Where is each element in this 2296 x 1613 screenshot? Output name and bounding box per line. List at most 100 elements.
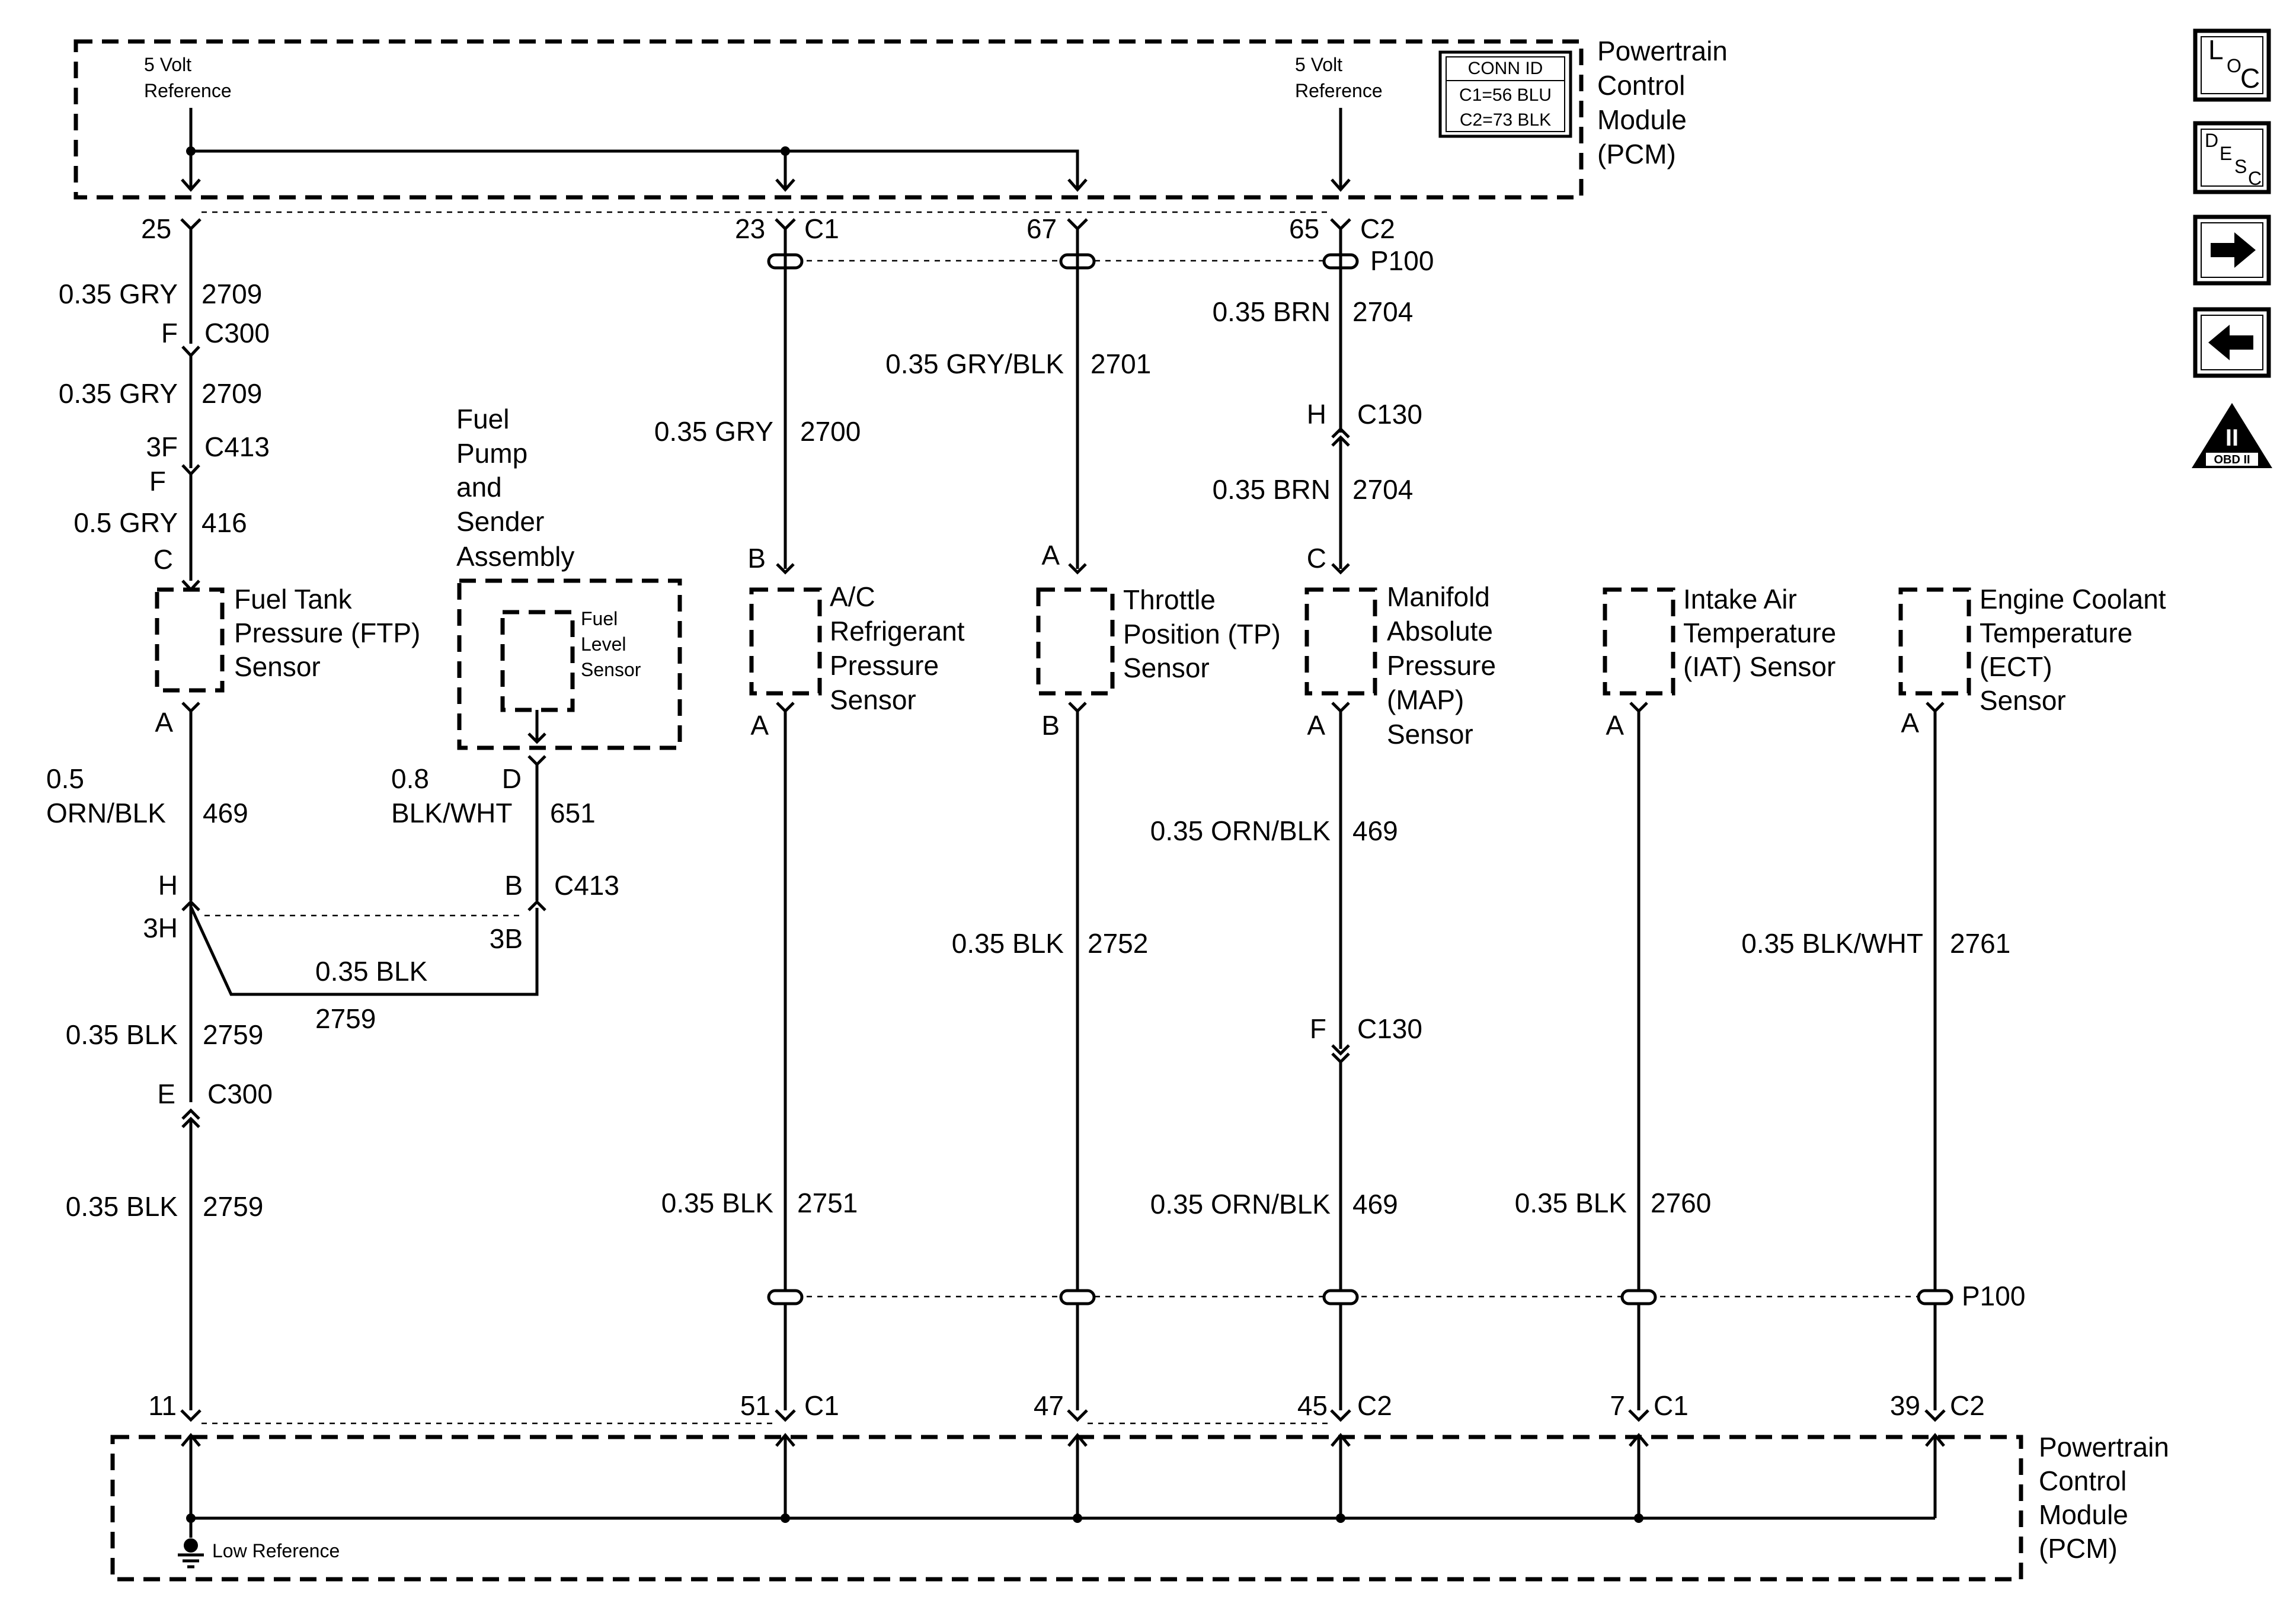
svg-text:C130: C130 — [1357, 1013, 1422, 1044]
svg-text:2759: 2759 — [315, 1003, 376, 1034]
iat-sensor-circuit: Intake Air Temperature (IAT) Sensor A 0.… — [1515, 584, 1836, 1410]
svg-text:Fuel Tank: Fuel Tank — [234, 584, 353, 615]
svg-text:2704: 2704 — [1352, 296, 1413, 327]
svg-text:D: D — [502, 763, 522, 794]
svg-text:F: F — [1310, 1013, 1326, 1044]
svg-text:0.35 GRY: 0.35 GRY — [59, 378, 178, 409]
svg-text:C300: C300 — [204, 318, 270, 348]
svg-text:Module: Module — [2039, 1499, 2128, 1530]
svg-text:Absolute: Absolute — [1387, 616, 1493, 647]
svg-text:B: B — [1041, 710, 1060, 741]
pcm-bottom-name: Powertrain Control Module (PCM) — [2039, 1432, 2169, 1564]
svg-text:Powertrain: Powertrain — [2039, 1432, 2169, 1462]
svg-text:O: O — [2227, 55, 2241, 76]
svg-text:0.35 BLK: 0.35 BLK — [66, 1019, 178, 1050]
svg-text:A: A — [1606, 710, 1624, 741]
svg-text:Powertrain: Powertrain — [1597, 36, 1728, 66]
bottom-p100-connector: P100 — [767, 1281, 2025, 1311]
svg-text:Fuel: Fuel — [581, 608, 618, 629]
map-sensor-circuit: 0.35 BRN 2704 H C130 0.35 BRN 2704 C Man… — [1150, 229, 1496, 1410]
svg-text:A: A — [1307, 710, 1325, 741]
pcm-bottom-box — [110, 1435, 2023, 1582]
svg-text:Pressure: Pressure — [830, 650, 939, 681]
ect-sensor-circuit: Engine Coolant Temperature (ECT) Sensor … — [1741, 584, 2166, 1410]
svg-text:H: H — [158, 870, 178, 901]
svg-text:0.35 BLK: 0.35 BLK — [66, 1191, 178, 1222]
svg-text:25: 25 — [141, 213, 171, 244]
svg-text:A: A — [1901, 708, 1919, 738]
svg-text:2709: 2709 — [202, 279, 262, 309]
svg-text:23: 23 — [735, 213, 765, 244]
svg-text:0.35 BLK: 0.35 BLK — [1515, 1188, 1627, 1218]
obd-ii-button[interactable]: II OBD II — [2192, 403, 2272, 468]
svg-text:S: S — [2234, 156, 2247, 177]
svg-text:Sensor: Sensor — [581, 659, 641, 680]
bottom-pin-row: 11 51 C1 47 45 C2 7 C1 39 C2 — [148, 1390, 1985, 1425]
svg-text:Sensor: Sensor — [1387, 719, 1473, 750]
svg-text:2759: 2759 — [203, 1019, 263, 1050]
svg-text:F: F — [161, 318, 178, 348]
svg-text:(ECT): (ECT) — [1980, 651, 2052, 682]
svg-text:7: 7 — [1610, 1390, 1625, 1421]
svg-text:2752: 2752 — [1088, 928, 1148, 959]
svg-text:2761: 2761 — [1950, 928, 2010, 959]
svg-text:3F: 3F — [146, 431, 178, 462]
svg-text:0.35 GRY/BLK: 0.35 GRY/BLK — [885, 348, 1064, 379]
svg-text:Temperature: Temperature — [1980, 617, 2132, 648]
arrow-left-icon — [2208, 325, 2253, 360]
svg-text:Position (TP): Position (TP) — [1123, 619, 1281, 649]
svg-text:Temperature: Temperature — [1683, 617, 1836, 648]
low-reference-label: Low Reference — [212, 1540, 340, 1561]
svg-text:C2: C2 — [1950, 1390, 1985, 1421]
svg-text:B: B — [504, 870, 523, 901]
svg-text:Intake Air: Intake Air — [1683, 584, 1797, 615]
description-button[interactable]: D E S C — [2193, 121, 2271, 194]
svg-text:Sensor: Sensor — [830, 684, 916, 715]
location-button[interactable]: L O C — [2193, 28, 2271, 102]
svg-text:II: II — [2225, 425, 2239, 451]
svg-text:469: 469 — [1352, 1189, 1398, 1220]
svg-text:C2: C2 — [1360, 213, 1395, 244]
svg-text:Control: Control — [1597, 70, 1685, 101]
svg-text:0.35 ORN/BLK: 0.35 ORN/BLK — [1150, 1189, 1331, 1220]
top-pin-row: 25 23 C1 67 65 C2 — [141, 211, 1395, 244]
svg-text:2759: 2759 — [203, 1191, 263, 1222]
svg-text:BLK/WHT: BLK/WHT — [391, 798, 512, 828]
svg-text:0.35 ORN/BLK: 0.35 ORN/BLK — [1150, 815, 1331, 846]
svg-text:Refrigerant: Refrigerant — [830, 616, 965, 647]
svg-text:C413: C413 — [554, 870, 619, 901]
ref-right-label: 5 Volt Reference — [1295, 54, 1383, 101]
conn-id-box: CONN ID C1=56 BLU C2=73 BLK — [1438, 50, 1572, 138]
svg-text:469: 469 — [203, 798, 248, 828]
svg-text:C1=56 BLU: C1=56 BLU — [1459, 85, 1552, 105]
previous-page-button[interactable] — [2193, 307, 2271, 378]
svg-text:Assembly: Assembly — [456, 541, 574, 572]
svg-text:A: A — [1041, 540, 1060, 571]
fuel-pump-assembly: Fuel Pump and Sender Assembly Fuel Level… — [315, 404, 682, 1034]
svg-text:C2: C2 — [1357, 1390, 1392, 1421]
svg-text:P100: P100 — [1962, 1281, 2025, 1311]
svg-text:(MAP): (MAP) — [1387, 684, 1464, 715]
svg-text:E: E — [2220, 143, 2232, 164]
svg-text:0.35 GRY: 0.35 GRY — [654, 416, 773, 447]
svg-text:and: and — [456, 472, 502, 503]
svg-text:(IAT) Sensor: (IAT) Sensor — [1683, 651, 1835, 682]
ftp-circuit: 0.35 GRY 2709 F C300 0.35 GRY 2709 3F C4… — [46, 229, 539, 1410]
svg-text:11: 11 — [148, 1390, 177, 1421]
svg-text:39: 39 — [1890, 1390, 1920, 1421]
ac-sensor-circuit: 0.35 GRY 2700 B A/C Refrigerant Pressure… — [654, 229, 965, 1410]
svg-text:C300: C300 — [207, 1078, 273, 1109]
svg-text:Sender: Sender — [456, 506, 544, 537]
svg-text:P100: P100 — [1370, 245, 1434, 276]
svg-text:47: 47 — [1034, 1390, 1064, 1421]
next-page-button[interactable] — [2193, 215, 2271, 286]
pcm-top-name: Powertrain Control Module (PCM) — [1597, 36, 1728, 169]
svg-text:469: 469 — [1352, 815, 1398, 846]
svg-text:0.35 GRY: 0.35 GRY — [59, 279, 178, 309]
svg-text:0.5 GRY: 0.5 GRY — [73, 507, 178, 538]
svg-text:A: A — [155, 707, 173, 738]
svg-text:B: B — [747, 543, 766, 574]
svg-text:C: C — [154, 544, 173, 575]
